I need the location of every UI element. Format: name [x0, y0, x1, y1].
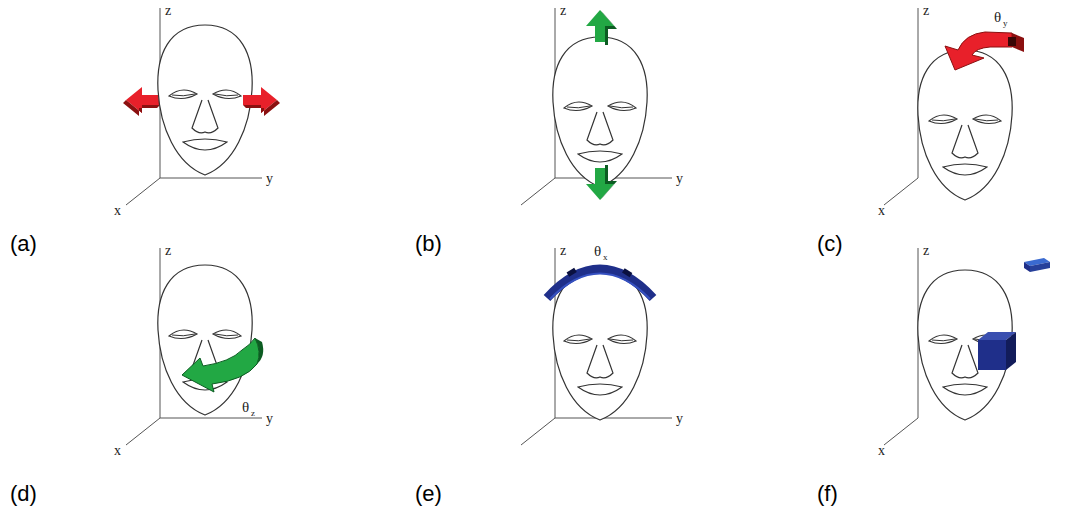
axis-label: y [266, 412, 273, 426]
panel-label: (d) [10, 483, 37, 505]
panel-label: (e) [415, 483, 442, 505]
angle-symbol: θ [994, 10, 1001, 25]
axis-label: x [878, 444, 885, 458]
axis-label: y [676, 172, 683, 186]
angle-subscript: y [1003, 19, 1008, 28]
panel-label: (f) [817, 483, 838, 505]
axis-label: x [878, 204, 885, 218]
axis-label: x [114, 444, 121, 458]
axis-label: x [114, 204, 121, 218]
axis-label: z [560, 244, 566, 258]
axis-label: z [165, 244, 171, 258]
axis-label: z [560, 4, 566, 18]
axis-label: y [676, 412, 683, 426]
axis-label: z [923, 244, 929, 258]
axis-label: z [165, 4, 171, 18]
angle-subscript: z [251, 409, 255, 418]
angle-symbol: θ [594, 244, 601, 259]
axis-label: z [923, 4, 929, 18]
panel-label: (a) [10, 233, 37, 255]
panel-label: (c) [817, 233, 843, 255]
axis-label: y [266, 172, 273, 186]
angle-subscript: x [603, 253, 608, 262]
panel-label: (b) [415, 233, 442, 255]
angle-symbol: θ [242, 400, 249, 415]
